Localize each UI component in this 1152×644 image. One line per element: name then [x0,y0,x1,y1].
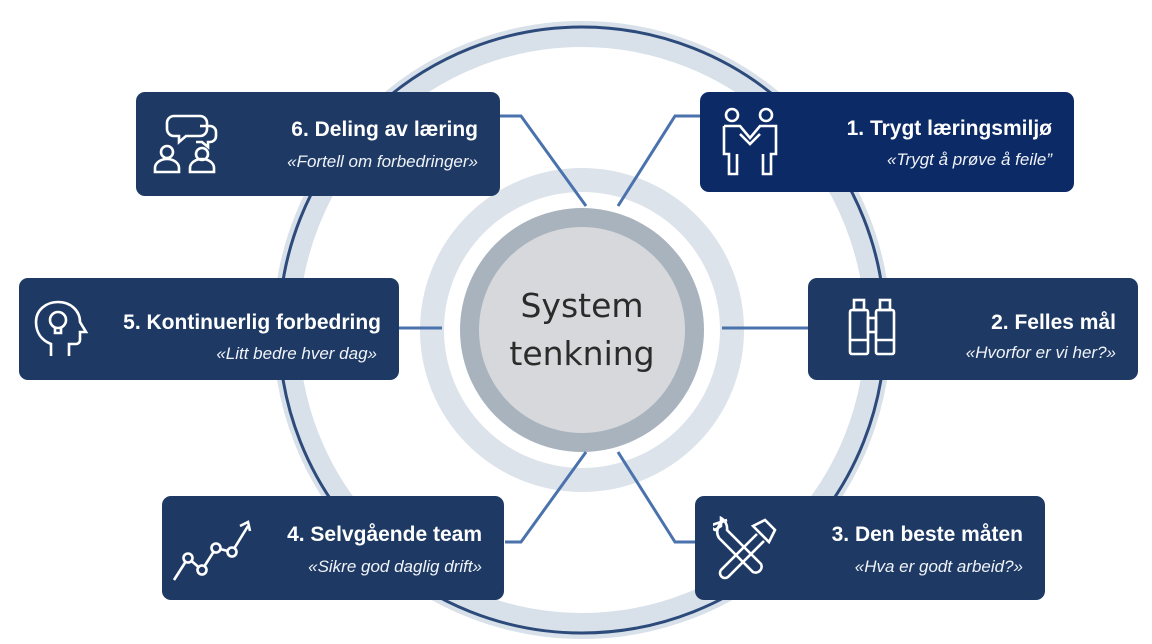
center-line-1: System [520,286,644,325]
binoculars-icon [848,298,896,356]
card-5-subtitle: «Litt bedre hver dag» [216,344,377,363]
connector-4 [505,451,588,544]
card-4-subtitle: «Sikre god daglig drift» [308,557,482,576]
card-5-kontinuerlig-forbedring[interactable]: 5. Kontinuerlig forbedring «Litt bedre h… [19,278,399,380]
card-1-subtitle: «Trygt å prøve å feile” [886,150,1052,169]
card-3-title: 3. Den beste måten [831,523,1023,546]
card-4-selvgaende-team[interactable]: 4. Selvgående team «Sikre god daglig dri… [162,496,504,600]
connector-1 [616,114,700,207]
wrench-hammer-icon [713,516,777,580]
handshake-people-icon [722,107,778,176]
center-label: System tenkning [480,282,684,378]
card-2-subtitle: «Hvorfor er vi her?» [965,343,1116,362]
card-2-felles-mal[interactable]: 2. Felles mål «Hvorfor er vi her?» [808,278,1138,380]
card-5-title: 5. Kontinuerlig forbedring [123,311,381,334]
inner-light-ring [420,168,744,492]
card-3-den-beste-maten[interactable]: 3. Den beste måten «Hva er godt arbeid?» [695,496,1045,600]
card-4-title: 4. Selvgående team [287,523,482,546]
card-2-title: 2. Felles mål [991,311,1116,334]
connector-6 [496,114,588,207]
core-circle [479,227,685,433]
card-1-trygt-laeringsmiljo[interactable]: 1. Trygt læringsmiljø «Trygt å prøve å f… [700,92,1074,192]
card-6-title: 6. Deling av læring [291,118,478,141]
head-lightbulb-icon [34,300,89,356]
card-3-subtitle: «Hva er godt arbeid?» [854,557,1023,576]
people-chat-icon [153,114,218,174]
card-1-title: 1. Trygt læringsmiljø [846,117,1052,140]
connector-3 [616,451,695,544]
connectors [399,114,808,544]
card-6-deling-av-laering[interactable]: 6. Deling av læring «Fortell om forbedri… [136,92,500,196]
center-line-2: tenkning [509,334,655,373]
trend-up-icon [172,520,252,581]
card-6-subtitle: «Fortell om forbedringer» [287,152,478,171]
